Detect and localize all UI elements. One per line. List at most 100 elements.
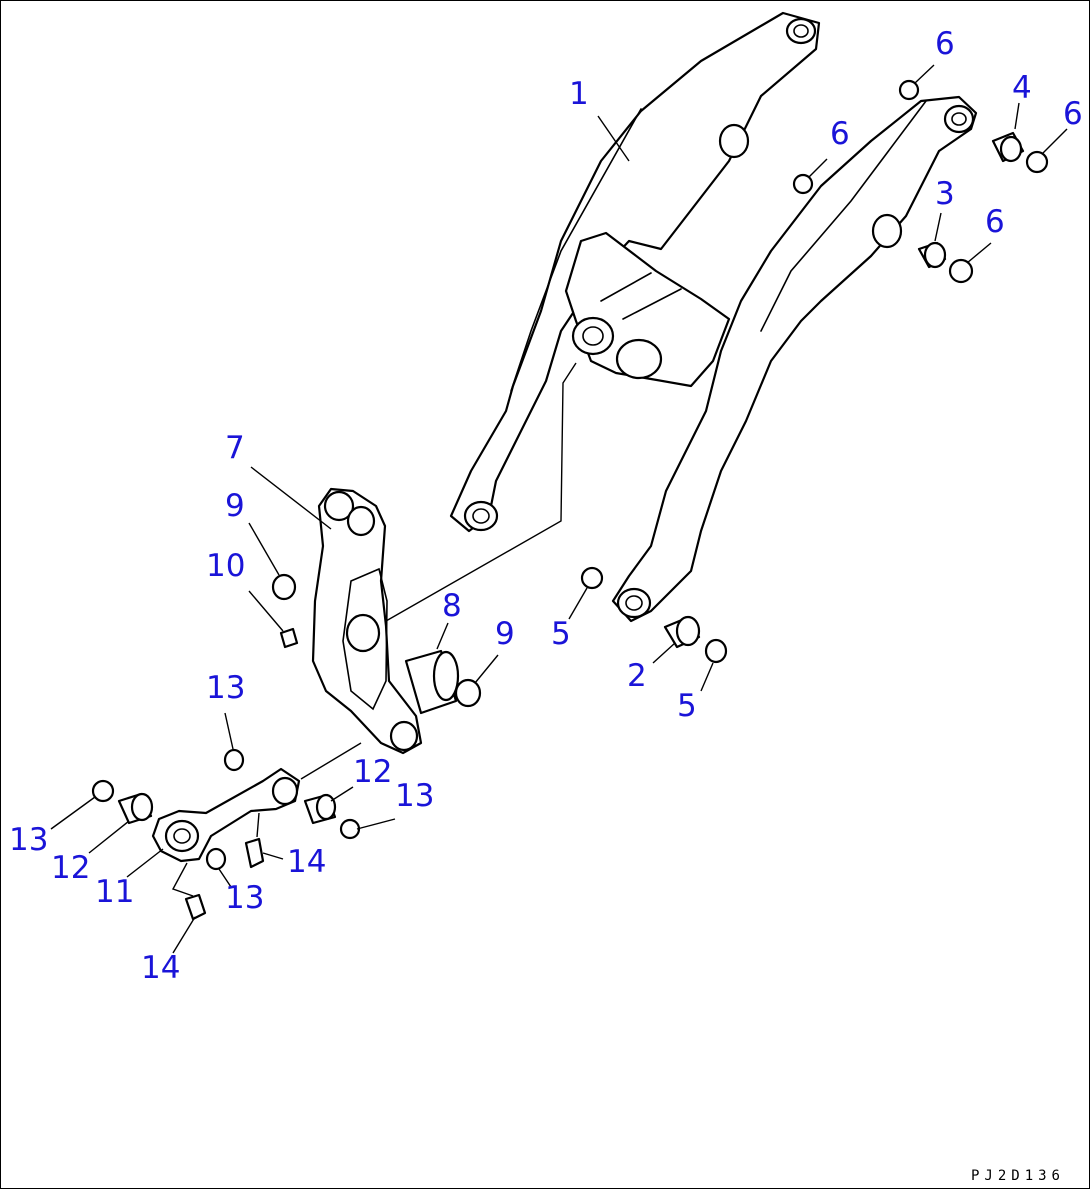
callout-part-11: 11 [95,874,135,910]
leader-6b [808,158,828,178]
callout-part-12: 12 [353,754,393,790]
boss-front-top [943,104,975,134]
leader-11 [126,848,164,878]
boss-bellcrank-mount [571,316,615,356]
leader-2 [652,642,676,664]
washer-6-mid [792,173,814,195]
boss-bore [793,24,809,38]
callout-part-6: 6 [830,116,850,152]
washer-13-top [223,748,245,772]
callout-part-3: 3 [935,176,955,212]
bushing-end [675,615,701,647]
leader-8 [436,622,449,650]
boss-bore [173,828,191,844]
leader-5a [568,587,588,620]
callout-part-10: 10 [206,548,246,584]
leader-12b [88,820,130,854]
edge-detail [760,100,927,332]
leader-6a [914,64,935,84]
boss-bore [625,595,643,611]
callout-part-14: 14 [287,844,327,880]
link-end-boss [164,819,200,853]
boss-front-bottom [616,587,652,619]
drawing-code: PJ2D136 [970,1168,1065,1184]
washer-6-top [898,79,920,101]
callout-part-6: 6 [1063,96,1083,132]
leader-3 [934,212,942,242]
callout-part-13: 13 [225,880,265,916]
callout-part-4: 4 [1012,70,1032,106]
callout-part-9: 9 [225,488,245,524]
leader-4 [1014,102,1020,130]
bell-crank [311,487,423,755]
washer-13-right [339,818,361,840]
callout-part-14: 14 [141,950,181,986]
washer-13-bottom [205,847,227,871]
small-parts [91,79,1049,921]
callout-part-12: 12 [51,850,91,886]
callout-part-7: 7 [225,430,245,466]
washer-5-upper [580,566,604,590]
grease-fitting-10 [279,627,299,649]
washer-9-upper [271,573,297,601]
callout-part-13: 13 [395,778,435,814]
boss-rear-mid [718,123,750,159]
washer-6-lower [948,258,974,284]
bushing-end [130,792,154,822]
bushing-end [315,793,337,821]
grease-fitting-14-upper [244,837,265,869]
lift-arm-assembly [385,11,978,623]
leader-5b [700,662,714,692]
callout-part-6: 6 [985,204,1005,240]
fitting-leader [256,812,260,838]
bell-crank-top-boss-2 [346,505,376,537]
boss-bore [582,326,604,346]
leader-7 [250,466,332,530]
washer-6-right [1025,150,1049,174]
bell-crank-bottom-boss [389,720,419,752]
link-top-boss [271,776,299,806]
leader-13c [50,796,96,830]
washer-13-left [91,779,115,803]
leader-13a [224,712,234,750]
link-leader [300,742,362,780]
bell-crank-rib [342,567,388,711]
leader-10 [248,590,284,632]
leader-14b [172,916,196,954]
leader-1 [597,115,630,162]
boss-rear-bottom [463,500,499,532]
link [151,742,362,863]
leader-13d [218,868,232,888]
assembly-leader [385,362,577,622]
leader-9a [248,522,280,576]
bushing-end [432,650,460,702]
bell-crank-center-boss [345,613,381,653]
callout-part-1: 1 [569,76,589,112]
boss-cross-mount [615,338,663,380]
boss-bore [472,508,490,524]
callout-leaders [50,64,1068,954]
leader-9b [474,654,499,684]
callout-part-5: 5 [551,616,571,652]
callout-part-5: 5 [677,688,697,724]
leader-6d [966,242,992,264]
callout-part-13: 13 [206,670,246,706]
callout-part-2: 2 [627,658,647,694]
bushing-end [999,135,1023,163]
boss-rear-top [785,17,817,45]
fitting-leader [171,862,194,897]
bushing-end [923,241,947,269]
boss-bore [951,112,967,126]
callout-part-8: 8 [442,588,462,624]
grease-fitting-14-lower [184,893,207,921]
callout-part-13: 13 [9,822,49,858]
leader-13b [356,818,396,830]
callout-part-6: 6 [935,26,955,62]
edge-detail [510,108,642,392]
leader-6c [1042,128,1068,154]
bell-crank-top-boss [323,490,355,522]
callout-part-9: 9 [495,616,515,652]
leader-14a [262,852,284,860]
washer-9-lower [454,678,482,708]
